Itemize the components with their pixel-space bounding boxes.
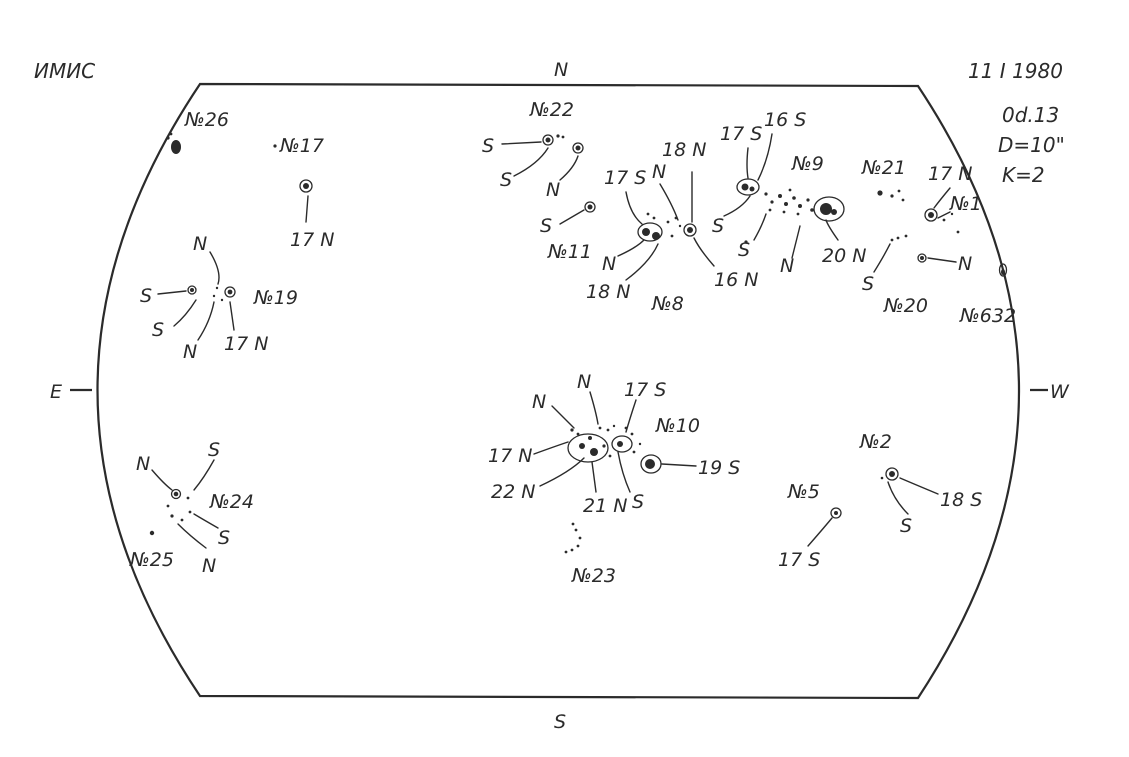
- group-26-label: №26: [184, 109, 229, 131]
- group-20: S №20: [862, 234, 928, 317]
- group-5-label: №5: [787, 481, 820, 503]
- group-22-label: №22: [529, 99, 574, 121]
- solar-disk-outline: [96, 82, 1020, 700]
- group-22-polarity-1: S: [482, 135, 494, 157]
- group-24-polarity-1: N: [136, 453, 150, 475]
- group-19-polarity-2: S: [140, 285, 152, 307]
- k-index: K=2: [1002, 163, 1045, 187]
- group-9-polarity-6: 20 N: [822, 245, 866, 267]
- group-8-polarity-3: N: [652, 161, 666, 183]
- group-1-polarity-1: 17 N: [928, 163, 972, 185]
- group-19-polarity-3: S: [152, 319, 164, 341]
- group-8-polarity-2: 18 N: [662, 139, 706, 161]
- group-23-label: №23: [571, 565, 616, 587]
- group-24-label: №24: [209, 491, 254, 513]
- group-1-label: №1: [949, 193, 982, 215]
- group-1: 17 N №1 N: [917, 163, 982, 275]
- group-8-polarity-6: 16 N: [714, 269, 758, 291]
- group-19-polarity-1: N: [193, 233, 207, 255]
- group-2-polarity-2: S: [900, 515, 912, 537]
- group-22-polarity-2: S: [500, 169, 512, 191]
- group-24: N S №24 S N: [136, 439, 254, 577]
- group-8-label: №8: [651, 293, 684, 315]
- group-2: №2 18 S S: [859, 431, 982, 537]
- group-10: N N 17 S №10 17 N 22 N 21 N S 19 S: [488, 371, 740, 517]
- group-17: №17 17 N: [273, 135, 334, 251]
- observatory-label: ИМИС: [34, 59, 95, 83]
- group-2-polarity-1: 18 S: [940, 489, 982, 511]
- group-10-polarity-2: N: [577, 371, 591, 393]
- group-10-polarity-3: 17 S: [624, 379, 666, 401]
- group-10-polarity-8: 19 S: [698, 457, 740, 479]
- group-9-polarity-3: S: [712, 215, 724, 237]
- group-21-label: №21: [861, 157, 906, 179]
- group-8: 17 S 18 N N N 18 N 16 N №8: [586, 139, 758, 315]
- group-24-polarity-2: S: [208, 439, 220, 461]
- group-22-polarity-3: N: [546, 179, 560, 201]
- group-26: №26: [166, 109, 229, 154]
- group-11-polarity-1: S: [540, 215, 552, 237]
- group-5-polarity-1: 17 S: [778, 549, 820, 571]
- group-2-label: №2: [859, 431, 892, 453]
- group-11: S №11: [540, 201, 596, 263]
- east-label: E: [50, 381, 62, 403]
- group-20-polarity-1: S: [862, 273, 874, 295]
- group-23: №23: [564, 522, 616, 587]
- group-8-polarity-5: 18 N: [586, 281, 630, 303]
- group-9-polarity-1: 17 S: [720, 123, 762, 145]
- group-9-polarity-5: N: [780, 255, 794, 277]
- group-10-polarity-6: 21 N: [583, 495, 627, 517]
- group-25: №25: [129, 530, 174, 571]
- group-9-label: №9: [791, 153, 824, 175]
- group-24-polarity-4: N: [202, 555, 216, 577]
- disk-diameter: D=10": [998, 133, 1065, 157]
- group-632-label: №632: [959, 305, 1016, 327]
- west-label: W: [1050, 381, 1070, 403]
- group-10-polarity-1: N: [532, 391, 546, 413]
- observation-time: 0d.13: [1002, 103, 1059, 127]
- group-19-polarity-5: 17 N: [224, 333, 268, 355]
- group-21: №21: [861, 157, 906, 202]
- group-19-polarity-4: N: [183, 341, 197, 363]
- group-19: N S S N 17 N №19: [140, 233, 298, 363]
- group-11-label: №11: [547, 241, 592, 263]
- group-1-polarity-2: N: [958, 253, 972, 275]
- group-17-polarity-1: 17 N: [290, 229, 334, 251]
- observation-date: 11 I 1980: [968, 59, 1063, 83]
- group-24-polarity-3: S: [218, 527, 230, 549]
- group-25-label: №25: [129, 549, 174, 571]
- group-10-polarity-4: 17 N: [488, 445, 532, 467]
- group-10-label: №10: [655, 415, 700, 437]
- group-9-polarity-4: S: [738, 239, 750, 261]
- group-10-polarity-5: 22 N: [491, 481, 535, 503]
- group-19-label: №19: [253, 287, 298, 309]
- group-632: №632: [959, 263, 1016, 327]
- group-17-label: №17: [279, 135, 324, 157]
- south-label: S: [554, 711, 566, 733]
- group-10-polarity-7: S: [632, 491, 644, 513]
- group-8-polarity-4: N: [602, 253, 616, 275]
- group-5: №5 17 S: [778, 481, 842, 571]
- group-8-polarity-1: 17 S: [604, 167, 646, 189]
- group-20-label: №20: [883, 295, 928, 317]
- group-9-polarity-2: 16 S: [764, 109, 806, 131]
- north-label: N: [554, 59, 568, 81]
- group-9: №9 17 S 16 S S S N 20 N: [712, 109, 866, 277]
- group-22: №22 S S N: [482, 99, 584, 201]
